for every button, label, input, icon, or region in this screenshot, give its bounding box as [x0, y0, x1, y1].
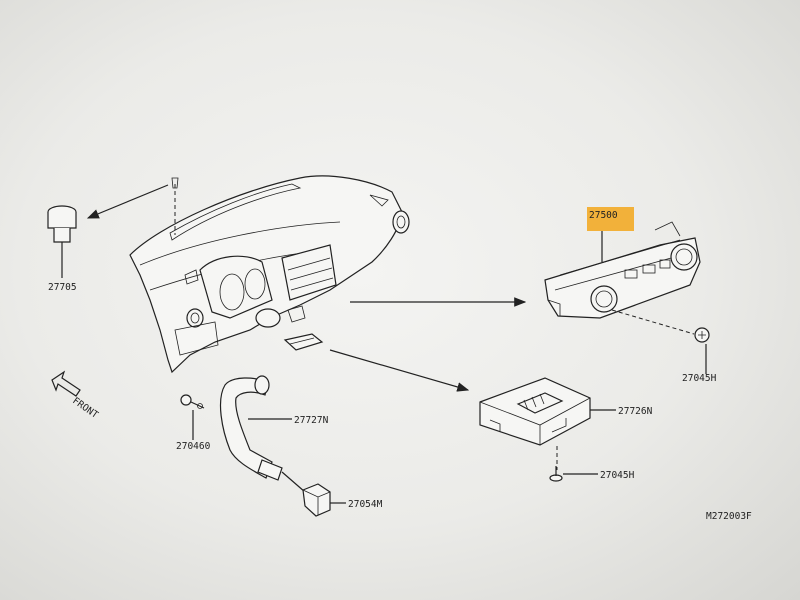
screw-control-part	[694, 327, 710, 343]
clip-part	[47, 205, 77, 278]
front-label: FRONT	[70, 395, 100, 421]
grommet-part-number: 270460	[176, 441, 211, 452]
clip-part-number: 27705	[48, 282, 77, 293]
screw-control-part-number: 27045H	[682, 373, 717, 384]
sensor-part-number: 27054M	[348, 499, 383, 510]
screw-module-part-number: 27045H	[600, 470, 635, 481]
duct-part	[219, 375, 283, 481]
duct-part-number: 27727N	[294, 415, 329, 426]
grommet-part	[180, 394, 205, 409]
module-part-number: 27726N	[618, 406, 653, 417]
module-part	[479, 377, 591, 446]
control-unit-part	[544, 221, 701, 319]
part-number-highlight	[587, 207, 634, 231]
front-direction-arrow	[51, 370, 81, 397]
drawing-number: M272003F	[706, 511, 752, 522]
control-unit-part-number: 27500	[589, 210, 618, 221]
instrument-panel	[129, 175, 410, 374]
screw-module-part	[549, 466, 563, 482]
sensor-part	[302, 483, 331, 517]
